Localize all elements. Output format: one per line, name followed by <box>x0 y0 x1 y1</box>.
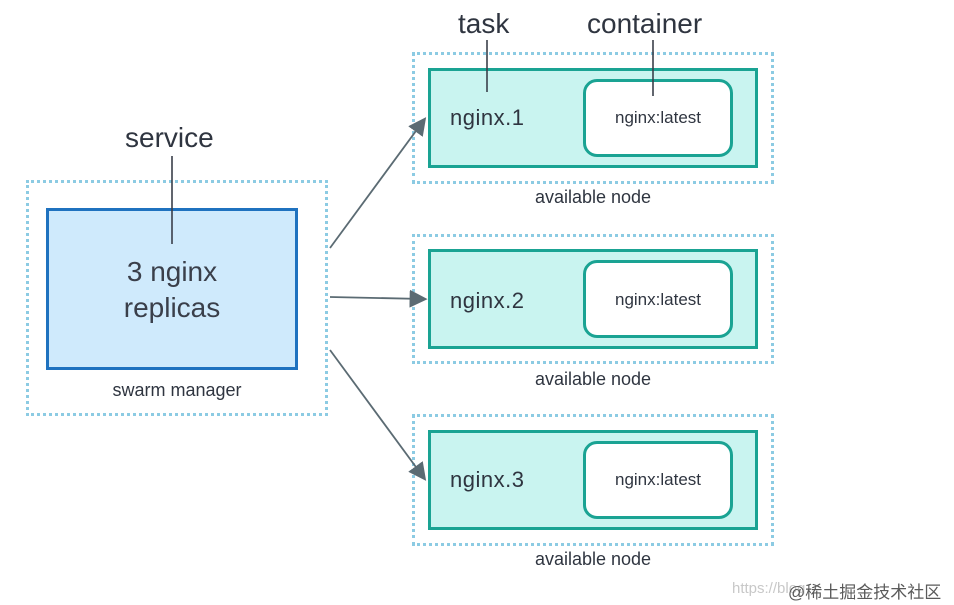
service-callout-label: service <box>125 122 214 153</box>
watermark-url: https://blog <box>732 580 806 597</box>
arrow-to-node-1 <box>329 117 427 249</box>
service-box-text: 3 nginx replicas <box>46 254 298 326</box>
arrow-to-node-3 <box>329 349 427 481</box>
node-label-3: available node <box>534 549 652 569</box>
container-box-1 <box>583 79 733 157</box>
task-label-1: nginx.1 <box>450 105 525 130</box>
container-callout-label: container <box>587 8 703 39</box>
container-box-3 <box>583 441 733 519</box>
arrow-to-node-2 <box>329 289 428 308</box>
swarm-manager-frame <box>26 180 328 416</box>
service-text-line1: 3 nginx <box>126 256 218 287</box>
node-label-1: available node <box>534 187 652 207</box>
container-label-3: nginx:latest <box>615 470 701 489</box>
container-box-2 <box>583 260 733 338</box>
watermark-site: @稀土掘金技术社区 <box>788 583 942 602</box>
container-label-2: nginx:latest <box>615 290 701 309</box>
task-label-2: nginx.2 <box>450 288 525 313</box>
task-label-3: nginx.3 <box>450 467 525 492</box>
task-callout-label: task <box>458 8 510 39</box>
swarm-manager-label: swarm manager <box>112 380 242 400</box>
service-text-line2: replicas <box>123 292 221 323</box>
node-label-2: available node <box>534 369 652 389</box>
container-label-1: nginx:latest <box>615 108 701 127</box>
